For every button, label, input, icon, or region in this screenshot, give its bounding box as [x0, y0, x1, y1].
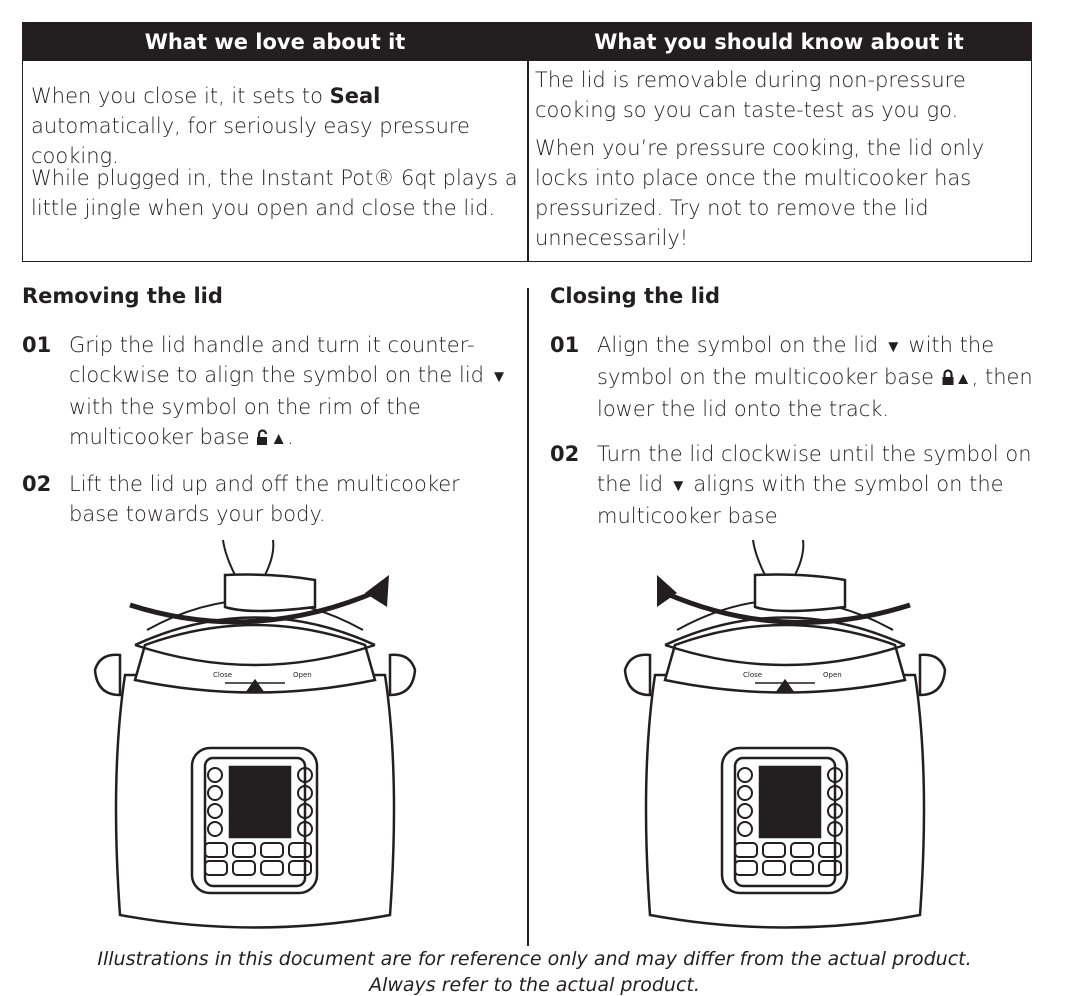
step-text: Lift the lid up and off the multicooker …	[69, 472, 460, 526]
step-number: 02	[22, 472, 52, 496]
col2-header: What you should know about it	[594, 30, 964, 54]
removing-step-1: 01 Grip the lid handle and turn it count…	[22, 330, 512, 454]
removing-step-2: 02 Lift the lid up and off the multicook…	[22, 469, 512, 529]
closing-steps: 01 Align the symbol on the lid ▼ with th…	[550, 330, 1035, 546]
info-table-header: What we love about it What you should kn…	[23, 23, 1031, 61]
seal-keyword: Seal	[329, 84, 381, 108]
counterclockwise-arrow-icon	[129, 587, 382, 625]
center-divider	[527, 288, 529, 946]
step-number: 01	[22, 333, 52, 357]
closing-lid-title: Closing the lid	[550, 284, 720, 308]
col1-cell: When you close it, it sets to Seal autom…	[31, 81, 521, 223]
removing-lid-illustration: Close Open	[93, 539, 417, 929]
pressure-cooker-drawing	[623, 539, 947, 929]
disclaimer-line-2: Always refer to the actual product.	[369, 974, 700, 996]
col1-paragraph-2: While plugged in, the Instant Pot® 6qt p…	[31, 166, 518, 220]
closing-lid-illustration: Close Open	[623, 539, 947, 929]
arrowhead-icon	[657, 575, 677, 607]
locked-lock-icon	[941, 364, 955, 394]
step-number: 02	[550, 442, 580, 466]
closing-step-1: 01 Align the symbol on the lid ▼ with th…	[550, 330, 1035, 424]
pressure-cooker-drawing	[93, 539, 417, 929]
step-text: Align the symbol on the lid ▼ with the s…	[597, 333, 1033, 421]
lid-close-label: Close	[743, 671, 762, 679]
disclaimer-line-1: Illustrations in this document are for r…	[97, 948, 972, 970]
info-table: What we love about it What you should kn…	[22, 22, 1032, 262]
col2-cell: The lid is removable during non-pressure…	[535, 65, 1020, 253]
removing-steps: 01 Grip the lid handle and turn it count…	[22, 330, 512, 544]
lid-close-label: Close	[213, 671, 232, 679]
up-triangle-icon: ▲	[270, 429, 288, 449]
col1-paragraph-1: When you close it, it sets to Seal autom…	[31, 84, 470, 168]
col2-paragraph-2: When you’re pressure cooking, the lid on…	[535, 136, 985, 250]
lid-open-label: Open	[293, 671, 312, 679]
step-text: Grip the lid handle and turn it counter-…	[69, 330, 512, 454]
lid-open-label: Open	[823, 671, 842, 679]
closing-step-2: 02 Turn the lid clockwise until the symb…	[550, 439, 1035, 531]
arrowhead-icon	[365, 575, 389, 607]
clockwise-arrow-icon	[664, 590, 911, 625]
down-triangle-icon: ▼	[490, 367, 508, 387]
col2-paragraph-1: The lid is removable during non-pressure…	[535, 68, 966, 122]
step-number: 01	[550, 333, 580, 357]
up-triangle-icon: ▲	[954, 369, 972, 389]
step-text: Turn the lid clockwise until the symbol …	[597, 442, 1032, 528]
unlocked-lock-icon	[256, 424, 270, 454]
col1-header: What we love about it	[144, 30, 406, 54]
column-divider	[527, 61, 529, 261]
removing-lid-title: Removing the lid	[22, 284, 223, 308]
down-triangle-icon: ▼	[669, 476, 687, 496]
down-triangle-icon: ▼	[884, 337, 902, 357]
